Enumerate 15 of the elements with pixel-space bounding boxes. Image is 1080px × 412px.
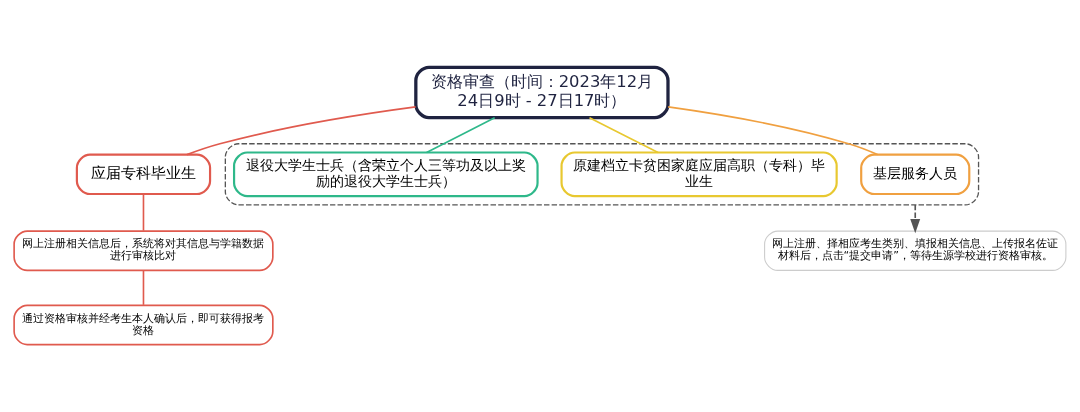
cluster xyxy=(224,143,980,206)
node-box: 通过资格审核并经考生本人确认后，即可获得报考资格 xyxy=(13,304,274,346)
connector xyxy=(142,193,145,232)
node-box: 网上注册相关信息后，系统将对其信息与学籍数据进行审核比对 xyxy=(13,230,274,272)
connector xyxy=(588,116,659,154)
connector xyxy=(425,116,496,154)
node-box: 应届专科毕业生 xyxy=(75,153,212,196)
node-box: 原建档立卡贫困家庭应届高职（专科）毕业生 xyxy=(560,151,838,198)
connector xyxy=(667,106,879,156)
node-box: 网上注册、择相应考生类别、填报相关信息、上传报名佐证材料后，点击“提交申请”，等待生源学校进行资格审核。 xyxy=(764,230,1067,271)
connector xyxy=(142,269,145,306)
node-box: 资格审查（时间：2023年12月24日9时 - 27日17时） xyxy=(414,65,670,120)
node-box: 退役大学生士兵（含荣立个人三等功及以上奖励的退役大学生士兵） xyxy=(233,151,539,198)
node-box: 基层服务人员 xyxy=(860,153,971,196)
arrow xyxy=(910,204,921,234)
